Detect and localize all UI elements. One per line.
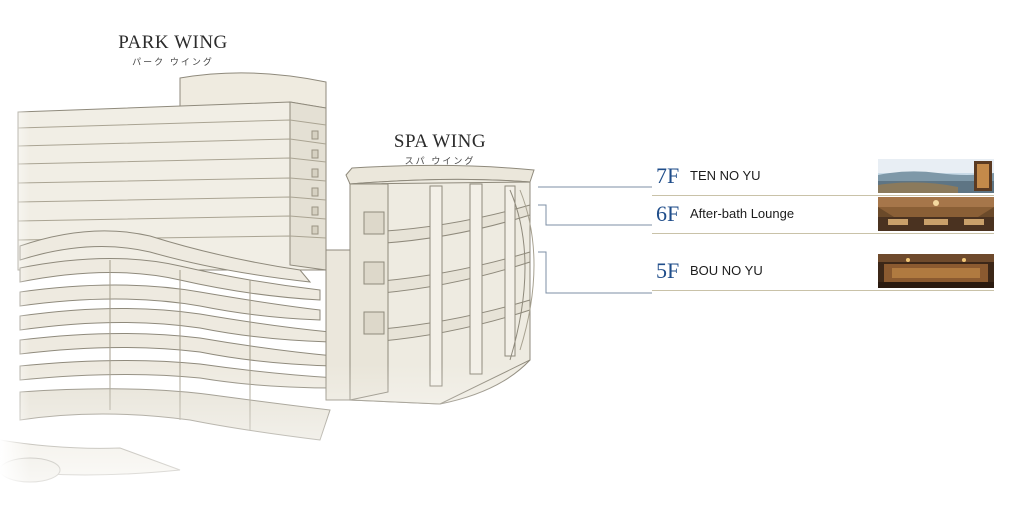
floor-number: 7F xyxy=(656,163,680,188)
floor-row-6f[interactable]: 6F After-bath Lounge xyxy=(652,195,994,234)
spa-wing-label: SPA WING スパ ウイング xyxy=(380,131,500,167)
leader-lines xyxy=(538,186,652,294)
park-wing-name: PARK WING xyxy=(118,32,228,53)
floor-name: After-bath Lounge xyxy=(690,206,795,221)
spa-wing-name-ja: スパ ウイング xyxy=(404,157,476,167)
bottom-fade xyxy=(0,0,560,520)
park-wing-name-ja: パーク ウイング xyxy=(132,58,214,68)
floor-number: 6F xyxy=(656,201,680,226)
floor-row-5f[interactable]: 5F BOU NO YU xyxy=(652,252,994,291)
floor-number: 5F xyxy=(656,258,680,283)
after-bath-lounge-photo[interactable] xyxy=(878,197,994,231)
floor-name: TEN NO YU xyxy=(690,168,761,183)
bou-no-yu-photo[interactable] xyxy=(878,254,994,288)
ten-no-yu-photo[interactable] xyxy=(878,159,994,193)
floor-name: BOU NO YU xyxy=(690,263,763,278)
spa-wing-name: SPA WING xyxy=(393,131,487,152)
park-wing-label: PARK WING パーク ウイング xyxy=(108,32,238,68)
floor-row-7f[interactable]: 7F TEN NO YU xyxy=(652,157,994,196)
